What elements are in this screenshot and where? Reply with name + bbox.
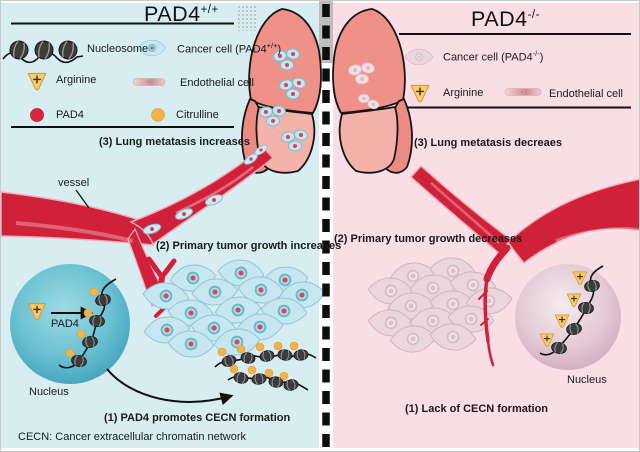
lung-left — [241, 8, 322, 174]
citrulline-icon — [151, 108, 165, 122]
nucleus-left-contents — [27, 278, 117, 369]
tumor-capillary-right — [478, 244, 511, 367]
halftone-texture — [237, 5, 257, 31]
cecn-formation-arrow — [106, 368, 234, 406]
left-panel-title: PAD4+/+ — [144, 2, 219, 26]
vessel-label: vessel — [58, 177, 90, 189]
nucleus-left — [10, 264, 130, 384]
endothelial-cell-icon-right — [504, 88, 542, 96]
cecn-chromatin-network — [214, 341, 317, 393]
nucleus-label-left: Nucleus — [29, 386, 69, 398]
arginine-icon-right — [410, 84, 430, 103]
legend-citrulline-label: Citrulline — [176, 109, 219, 121]
legend-endothelial-label-left: Endothelial cell — [180, 77, 254, 89]
nucleus-right-contents — [539, 265, 604, 356]
legend-cancer-cell-label-right: Cancer cell (PAD4-/-) — [443, 49, 544, 64]
legend-cancer-cell-label-left: Cancer cell (PAD4+/+) — [177, 41, 282, 56]
cecn-footnote: CECN: Cancer extracellular chromatin net… — [18, 431, 247, 443]
step3-right-label: (3) Lung metatasis decreaes — [414, 137, 562, 149]
legend-arginine-label-right: Arginine — [443, 87, 484, 99]
vessel-pointer-line — [75, 189, 90, 209]
legend-divider-lines — [11, 22, 631, 128]
legend-arginine-label-left: Arginine — [56, 74, 97, 86]
arginine-icon — [27, 72, 47, 91]
nucleus-label-right: Nucleus — [567, 374, 607, 386]
pad4-enzyme-label: PAD4 — [51, 318, 79, 330]
endothelial-cell-icon — [132, 78, 166, 86]
blood-vessel-right — [409, 164, 639, 265]
legend-nucleosome-label: Nucleosome — [87, 43, 149, 55]
primary-tumor-left — [141, 257, 327, 359]
step3-left-label: (3) Lung metatasis increases — [99, 136, 251, 148]
legend-pad4-label: PAD4 — [56, 109, 84, 121]
legend-endothelial-label-right: Endothelial cell — [549, 88, 623, 100]
blood-vessel-left — [1, 145, 275, 307]
step1-right-label: (1) Lack of CECN formation — [405, 403, 549, 415]
lung-right — [332, 8, 413, 174]
pad4-icon — [30, 108, 44, 122]
nucleosome-icon — [2, 38, 84, 64]
cancer-cell-pink-icon — [404, 48, 434, 66]
step2-left-label: (2) Primary tumor growth increases — [156, 240, 342, 252]
right-panel-title: PAD4-/- — [471, 7, 540, 31]
step1-left-label: (1) PAD4 promotes CECN formation — [104, 412, 291, 424]
step2-right-label: (2) Primary tumor growth decreases — [334, 233, 523, 245]
